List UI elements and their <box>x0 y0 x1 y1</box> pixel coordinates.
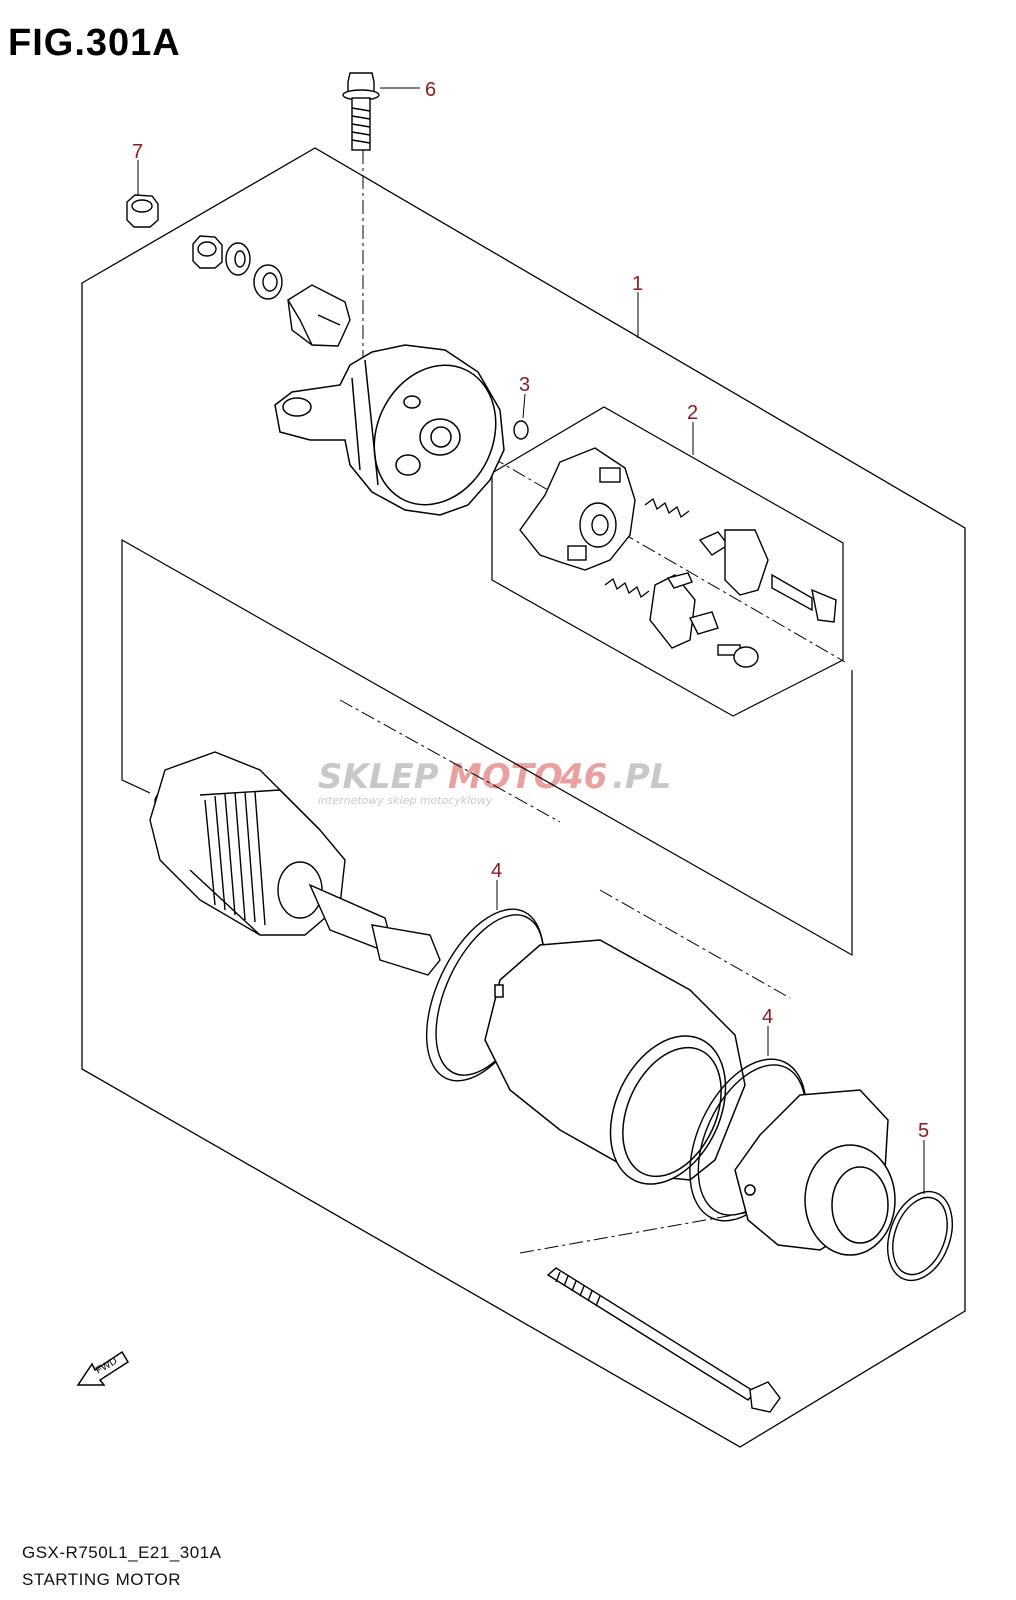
small-screw <box>717 644 759 668</box>
armature-bracket <box>121 538 853 957</box>
rear-housing <box>734 1089 896 1256</box>
o-ring-part-5 <box>887 1190 953 1282</box>
through-bolt <box>546 1267 781 1413</box>
figure-title: FIG.301A <box>8 22 181 64</box>
callout-label-1: 1 <box>632 273 643 295</box>
yoke <box>484 939 746 1185</box>
terminal-insulator <box>287 284 351 347</box>
center-lines <box>339 150 846 1254</box>
callouts: 1 2 3 4 4 5 6 7 <box>132 79 929 1142</box>
front-housing <box>274 344 505 516</box>
callout-label-4a: 4 <box>491 860 502 882</box>
watermark: SKLEP MOTO 46 .PL internetowy sklep moto… <box>318 757 672 807</box>
brush-holder-plate <box>519 447 636 571</box>
fwd-arrow-icon: FWD <box>76 1350 130 1386</box>
assembly-2-frame <box>491 406 844 717</box>
watermark-part1: SKLEP <box>318 757 439 797</box>
callout-label-3: 3 <box>519 374 530 396</box>
callout-label-2: 2 <box>687 402 698 424</box>
figure-name: STARTING MOTOR <box>22 1570 182 1589</box>
armature <box>149 751 441 976</box>
figure-code: GSX-R750L1_E21_301A <box>22 1543 222 1562</box>
assembly-1-frame <box>81 147 966 1448</box>
callout-label-6: 6 <box>425 79 436 101</box>
watermark-part2: MOTO <box>448 757 563 797</box>
callout-label-7: 7 <box>132 141 143 163</box>
nut-part-7 <box>126 194 159 228</box>
callout-label-4b: 4 <box>762 1006 773 1028</box>
terminal-nut-washers <box>192 235 283 300</box>
bolt-part-6 <box>342 72 380 151</box>
watermark-part4: .PL <box>612 757 672 797</box>
o-ring-part-3 <box>513 420 529 440</box>
callout-label-5: 5 <box>918 1120 929 1142</box>
brush-springs <box>604 497 690 599</box>
brushes <box>649 529 769 649</box>
watermark-subtitle: internetowy sklep motocyklowy <box>318 794 493 807</box>
terminal-bolt <box>771 573 837 623</box>
callout-leaders <box>137 87 925 1194</box>
watermark-part3: 46 <box>559 757 607 797</box>
